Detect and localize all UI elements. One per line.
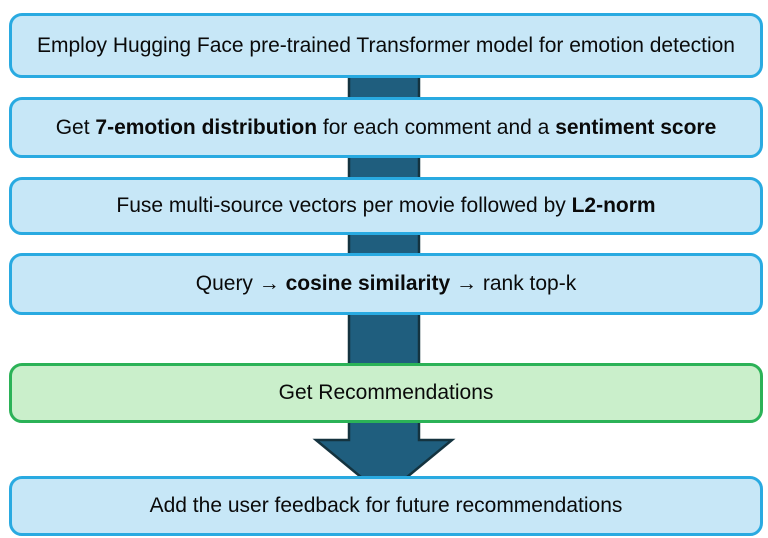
text-segment: → rank top-k (450, 272, 577, 296)
text-segment: sentiment score (555, 115, 717, 139)
step-label: Get 7-emotion distribution for each comm… (56, 115, 717, 140)
text-segment: Get (55, 115, 96, 139)
step-label: Employ Hugging Face pre-trained Transfor… (37, 33, 735, 58)
text-segment: 7-emotion distribution (95, 115, 318, 139)
text-segment: Employ Hugging Face pre-trained Transfor… (36, 33, 735, 57)
step-emotion-detection: Employ Hugging Face pre-trained Transfor… (9, 13, 763, 78)
step-get-recommendations: Get Recommendations (9, 363, 763, 423)
step-label: Add the user feedback for future recomme… (150, 493, 623, 518)
step-label: Query → cosine similarity → rank top-k (196, 271, 576, 296)
step-label: Fuse multi-source vectors per movie foll… (116, 193, 655, 218)
step-fusion-l2norm: Fuse multi-source vectors per movie foll… (9, 177, 763, 235)
text-segment: L2-norm (571, 194, 656, 218)
step-label: Get Recommendations (279, 380, 494, 405)
text-segment: Add the user feedback for future recomme… (149, 494, 623, 518)
text-segment: for each comment and a (317, 115, 556, 139)
step-query-similarity: Query → cosine similarity → rank top-k (9, 253, 763, 315)
text-segment: Query → (195, 272, 286, 296)
step-emotion-distribution: Get 7-emotion distribution for each comm… (9, 97, 763, 158)
text-segment: Get Recommendations (278, 381, 494, 405)
text-segment: cosine similarity (285, 272, 451, 296)
step-user-feedback: Add the user feedback for future recomme… (9, 476, 763, 536)
text-segment: Fuse multi-source vectors per movie foll… (116, 194, 572, 218)
